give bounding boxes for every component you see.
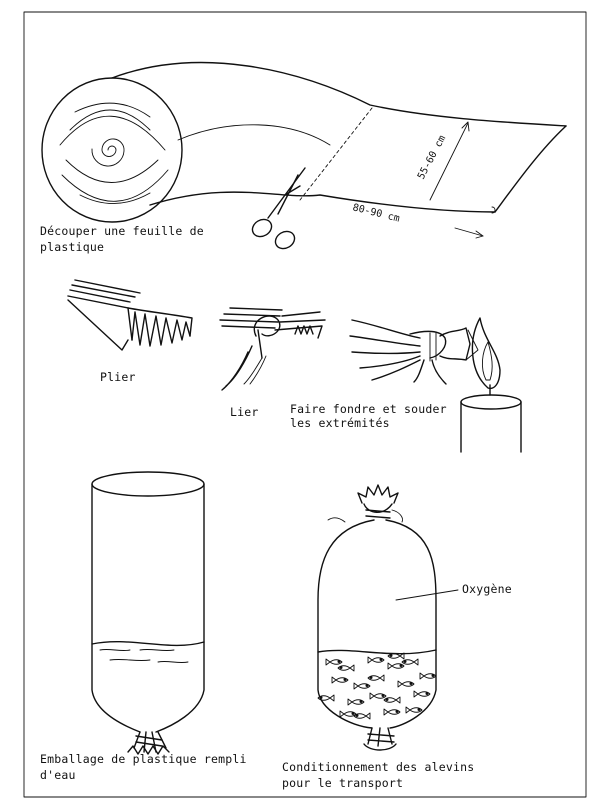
melt-caption-line2: les extrémités: [290, 416, 390, 430]
cut-caption-line1: Découper une feuille de: [40, 224, 204, 238]
page-frame: [23, 11, 587, 798]
fish-eye: [379, 658, 383, 662]
fish-icon: [405, 706, 423, 714]
fish-icon: [367, 656, 385, 664]
fish-eye: [417, 708, 421, 712]
water-bag-caption-line1: Emballage de plastique rempli: [40, 752, 247, 766]
fish-eye: [395, 710, 399, 714]
melted-end-icon: [349, 319, 479, 385]
fish-icon: [347, 698, 365, 706]
fish-icon: [353, 712, 371, 720]
fish-eye: [399, 664, 403, 668]
fish-eye: [351, 712, 355, 716]
fish-icon: [401, 658, 419, 666]
water-bag-icon: [91, 471, 205, 755]
fish-icon: [383, 708, 401, 716]
folded-plastic-icon: [67, 279, 193, 351]
plastic-roll-icon: [41, 61, 567, 239]
fish-eye: [409, 682, 413, 686]
fish-eye: [403, 660, 407, 664]
fish-eye: [385, 698, 389, 702]
fish-eye: [319, 696, 323, 700]
fold-caption: Plier: [100, 370, 136, 384]
fish-eye: [365, 684, 369, 688]
melt-caption-line1: Faire fondre et souder: [290, 402, 447, 416]
fish-icon: [413, 690, 431, 698]
fish-icon: [397, 680, 415, 688]
candle-icon: [460, 317, 522, 453]
fish-icon: [419, 672, 437, 680]
fish-icon: [331, 676, 349, 684]
cut-caption-line2: plastique: [40, 240, 105, 254]
fish-eye: [425, 692, 429, 696]
fish-eye: [381, 694, 385, 698]
tie-caption: Lier: [230, 405, 259, 419]
fish-eye: [337, 660, 341, 664]
oxygen-label: Oxygène: [462, 582, 512, 596]
fish-eye: [389, 654, 393, 658]
fish-eye: [431, 674, 435, 678]
fish-icon: [383, 696, 401, 704]
fish-school: [317, 652, 437, 720]
fry-bag-icon: [317, 484, 459, 751]
fish-icon: [387, 652, 405, 660]
fish-icon: [367, 674, 385, 682]
fish-icon: [317, 694, 335, 702]
fish-eye: [343, 678, 347, 682]
fish-icon: [353, 682, 371, 690]
fish-eye: [369, 676, 373, 680]
fish-eye: [359, 700, 363, 704]
tie-string-icon: [219, 307, 326, 391]
scissors-icon: [251, 167, 306, 250]
water-bag-caption-line2: d'eau: [40, 768, 76, 782]
fish-eye: [339, 666, 343, 670]
fish-eye: [355, 714, 359, 718]
fish-icon: [369, 692, 387, 700]
fish-icon: [325, 658, 343, 666]
fish-icon: [387, 662, 405, 670]
fish-icon: [337, 664, 355, 672]
fry-bag-caption-line2: pour le transport: [282, 776, 404, 790]
fry-bag-caption-line1: Conditionnement des alevins: [282, 760, 475, 774]
